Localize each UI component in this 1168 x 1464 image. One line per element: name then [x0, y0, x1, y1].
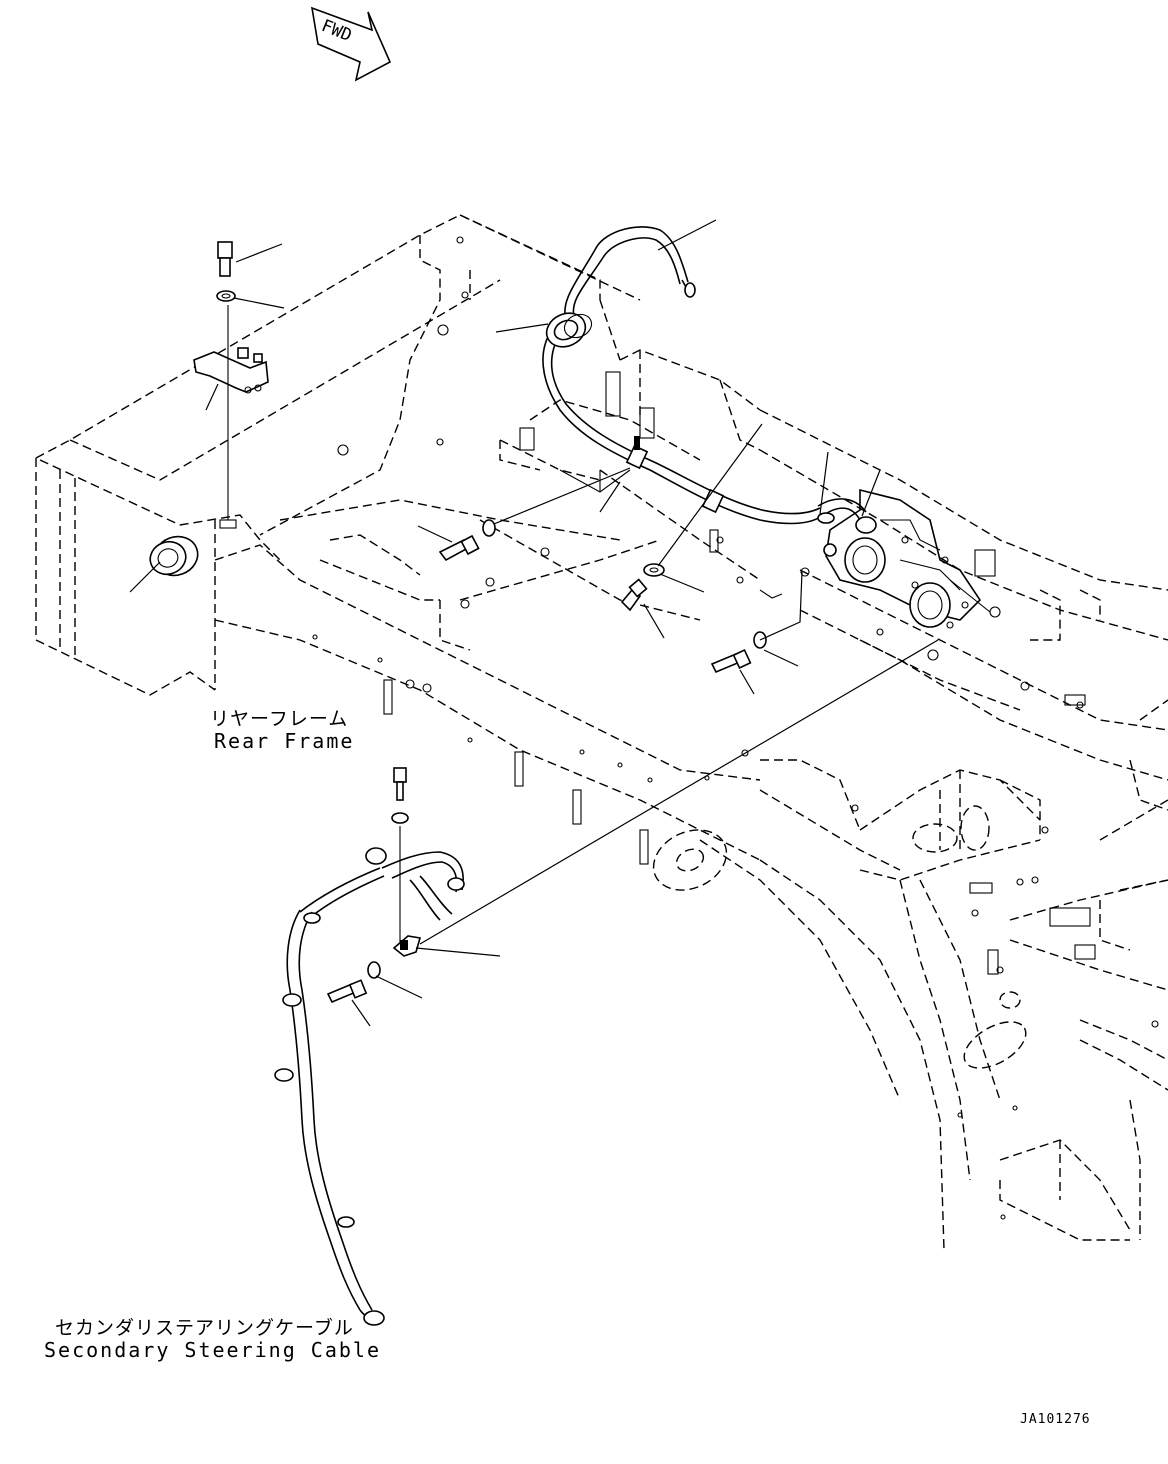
leader-lines — [129, 219, 939, 1027]
rear-frame-outline — [35, 214, 1168, 1251]
secondary-steering-cable — [274, 767, 465, 1326]
fwd-arrow-icon: FWD — [310, 6, 392, 82]
frame-holes — [312, 236, 1159, 1220]
bolts-center — [438, 519, 767, 674]
bracket-upper-left — [193, 241, 269, 529]
grommet-left — [149, 535, 199, 577]
valve-assembly — [759, 488, 1001, 629]
main-wire-harness — [542, 226, 867, 525]
drawing-id: JA101276 — [1020, 1412, 1091, 1427]
secondary-steering-cable-label-en: Secondary Steering Cable — [44, 1338, 381, 1362]
rear-frame-label-jp: リヤーフレーム — [210, 708, 349, 730]
rear-frame-label-en: Rear Frame — [214, 729, 355, 753]
secondary-steering-cable-label-jp: セカンダリステアリングケーブル — [55, 1317, 354, 1339]
